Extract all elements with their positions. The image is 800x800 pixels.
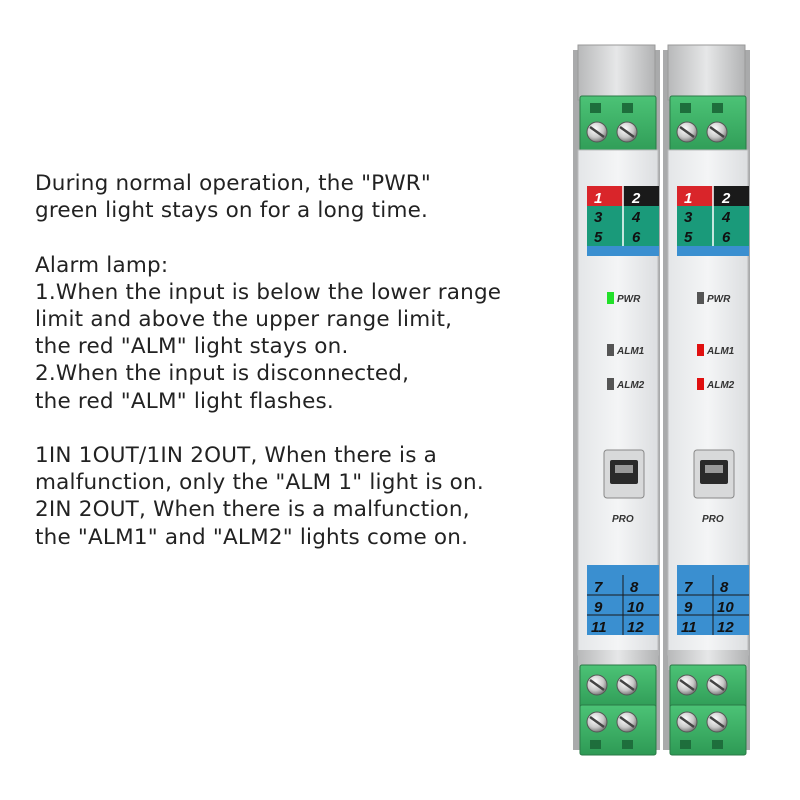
text-line: 1.When the input is below the lower rang… [35,279,502,305]
alm1-label: ALM1 [616,346,645,357]
pwr-label: PWR [617,294,641,305]
terminal-label: 9 [594,599,603,616]
pwr-label: PWR [707,294,731,305]
alm2-label: ALM2 [616,380,645,391]
terminal-label: 4 [631,209,641,226]
text-line: the red "ALM" light stays on. [35,334,349,360]
terminal-label: 1 [684,190,692,207]
terminal-label: 3 [684,209,693,226]
terminal-label: 10 [627,599,644,616]
text-line: During normal operation, the "PWR" [35,171,432,196]
alm2-label: ALM2 [706,380,735,391]
terminal-label: 10 [717,599,734,616]
alm2-led [697,378,704,390]
alm1-led [697,344,704,356]
terminal-label: 3 [594,209,603,226]
text-line: green light stays on for a long time. [35,198,429,224]
terminal-label: 2 [631,190,641,207]
terminal-label: 11 [681,619,697,636]
text-line: malfunction, only the "ALM 1" light is o… [35,470,484,496]
description-text: During normal operation, the "PWR" green… [35,170,555,551]
alm2-led [607,378,614,390]
terminal-label: 12 [717,619,734,636]
terminal-label: 12 [627,619,644,636]
text-line: 2.When the input is disconnected, [35,361,410,387]
terminal-label: 6 [632,229,641,246]
terminal-label: 1 [594,190,602,207]
terminal-label: 9 [684,599,693,616]
text-line: 1IN 1OUT/1IN 2OUT, When there is a [35,443,437,468]
paragraph-normal-operation: During normal operation, the "PWR" green… [35,170,555,224]
text-line: 2IN 2OUT, When there is a malfunction, [35,497,470,523]
pwr-led [697,292,704,304]
port-label: PRO [612,514,634,525]
terminal-label: 8 [630,579,639,596]
terminal-label: 5 [594,229,603,246]
terminal-label: 11 [591,619,607,636]
paragraph-malfunction: 1IN 1OUT/1IN 2OUT, When there is a malfu… [35,442,555,551]
alm1-label: ALM1 [706,346,735,357]
terminal-label: 2 [721,190,731,207]
text-line: the "ALM1" and "ALM2" lights come on. [35,524,469,550]
port-label: PRO [702,514,724,525]
terminal-label: 7 [684,579,693,596]
pwr-led [607,292,614,304]
text-line: limit and above the upper range limit, [35,307,453,332]
alm1-led [607,344,614,356]
left-module: 1 2 3 4 5 6 7 8 9 10 11 12 PWR ALM1 ALM2… [573,45,660,755]
right-module: 1 2 3 4 5 6 7 8 9 10 11 12 PWR ALM1 ALM2… [663,45,750,755]
text-line: Alarm lamp: [35,252,169,278]
terminal-label: 4 [721,209,731,226]
paragraph-alarm-lamp: Alarm lamp: 1.When the input is below th… [35,252,555,415]
terminal-label: 8 [720,579,729,596]
terminal-label: 7 [594,579,603,596]
terminal-label: 5 [684,229,693,246]
text-line: the red "ALM" light flashes. [35,388,334,414]
terminal-label: 6 [722,229,731,246]
